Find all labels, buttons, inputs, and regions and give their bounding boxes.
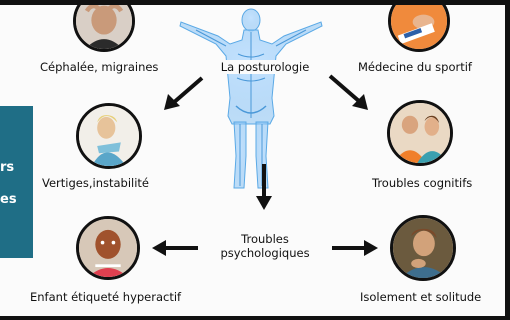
outer-frame xyxy=(0,0,510,320)
